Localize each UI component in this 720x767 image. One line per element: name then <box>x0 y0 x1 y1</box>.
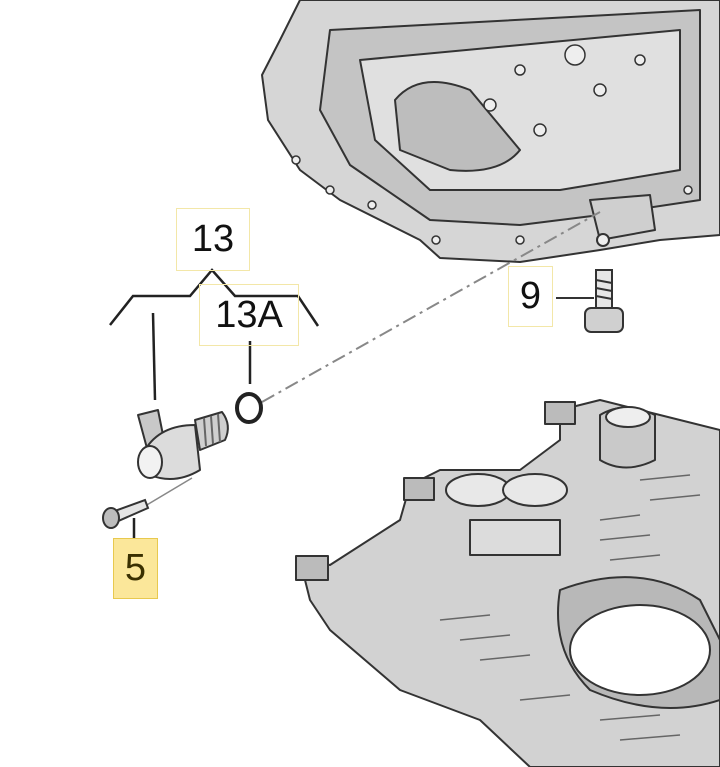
callout-13a[interactable]: 13A <box>199 284 299 346</box>
bolt-5 <box>102 498 150 529</box>
callout-13[interactable]: 13 <box>176 208 250 271</box>
assembly-line <box>261 211 601 403</box>
callout-9[interactable]: 9 <box>508 266 553 327</box>
o-ring-13a <box>235 392 263 424</box>
upper-housing <box>261 0 720 263</box>
lower-housing <box>295 399 720 767</box>
solenoid-valve-13 <box>137 409 229 480</box>
bolt-9 <box>556 269 624 333</box>
callout-5-highlighted[interactable]: 5 <box>113 538 158 599</box>
